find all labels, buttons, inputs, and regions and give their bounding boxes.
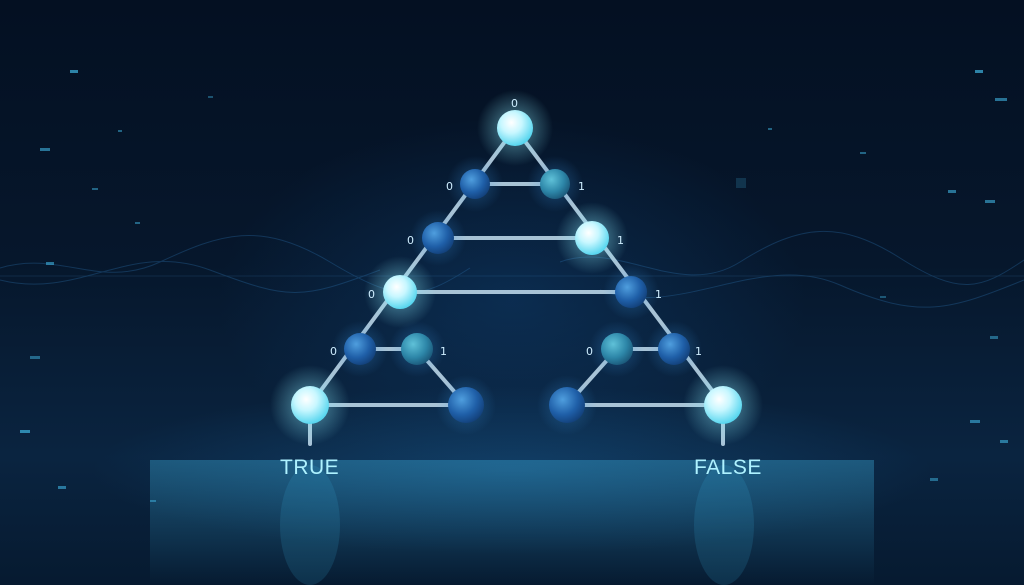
node-true-leaf xyxy=(291,386,329,424)
node-l4a-left xyxy=(344,333,376,365)
bit-label-l2-left: 0 xyxy=(407,234,414,247)
bit-label-root: 0 xyxy=(511,97,518,110)
node-l1-left xyxy=(460,169,490,199)
bit-label-l3-right: 1 xyxy=(655,288,662,301)
bit-label-l3-left: 0 xyxy=(368,288,375,301)
node-l1-right xyxy=(540,169,570,199)
bit-label-l2-right: 1 xyxy=(617,234,624,247)
bit-label-l1-right: 1 xyxy=(578,180,585,193)
bit-label-l4a-left: 0 xyxy=(330,345,337,358)
node-l5a-right xyxy=(448,387,484,423)
particles xyxy=(20,70,1008,502)
true-label: TRUE xyxy=(280,456,339,479)
node-l4b-right xyxy=(658,333,690,365)
node-root xyxy=(497,110,533,146)
background-waves xyxy=(0,231,1024,308)
node-false-leaf xyxy=(704,386,742,424)
node-l2-right xyxy=(575,221,609,255)
floor-reflection-right xyxy=(694,465,754,585)
floor-reflection-left xyxy=(280,465,340,585)
bit-label-l1-left: 0 xyxy=(446,180,453,193)
node-l3-left xyxy=(383,275,417,309)
node-l4a-right xyxy=(401,333,433,365)
bit-label-l4b-right: 1 xyxy=(695,345,702,358)
node-l5b-left xyxy=(549,387,585,423)
bit-label-l4b-left: 0 xyxy=(586,345,593,358)
false-label: FALSE xyxy=(694,456,762,479)
floor-glow xyxy=(150,460,874,585)
node-l4b-left xyxy=(601,333,633,365)
node-l2-left xyxy=(422,222,454,254)
bit-label-l4a-right: 1 xyxy=(440,345,447,358)
node-l3-right xyxy=(615,276,647,308)
